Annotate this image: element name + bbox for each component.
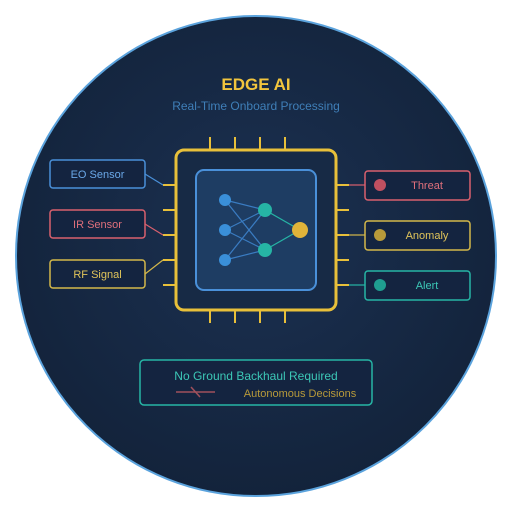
footer-title: No Ground Backhaul Required xyxy=(174,369,337,383)
output-anomaly: Anomaly xyxy=(364,220,471,251)
input-connector-ir xyxy=(144,223,164,236)
input-label: IR Sensor xyxy=(73,219,122,231)
output-label: Alert xyxy=(416,280,439,292)
input-ir-sensor: IR Sensor xyxy=(49,209,146,239)
input-label: RF Signal xyxy=(73,269,121,281)
input-rf-signal: RF Signal xyxy=(49,259,146,289)
page-subtitle: Real-Time Onboard Processing xyxy=(172,99,340,113)
input-eo-sensor: EO Sensor xyxy=(49,159,146,189)
input-label: EO Sensor xyxy=(71,169,125,181)
chip-pins xyxy=(163,137,349,323)
footer-caption: Autonomous Decisions xyxy=(244,388,357,400)
status-dot-icon xyxy=(374,179,386,191)
status-dot-icon xyxy=(374,229,386,241)
page-title: EDGE AI xyxy=(221,75,290,94)
output-alert: Alert xyxy=(364,270,471,301)
neural-network-icon xyxy=(219,194,308,266)
output-threat: Threat xyxy=(364,170,471,201)
crossed-link-icon xyxy=(176,386,215,398)
output-label: Anomaly xyxy=(406,230,449,242)
input-connector-eo xyxy=(144,173,164,186)
output-label: Threat xyxy=(411,180,443,192)
status-dot-icon xyxy=(374,279,386,291)
input-connector-rf xyxy=(144,259,164,275)
footer-panel: No Ground Backhaul Required Autonomous D… xyxy=(139,359,373,406)
